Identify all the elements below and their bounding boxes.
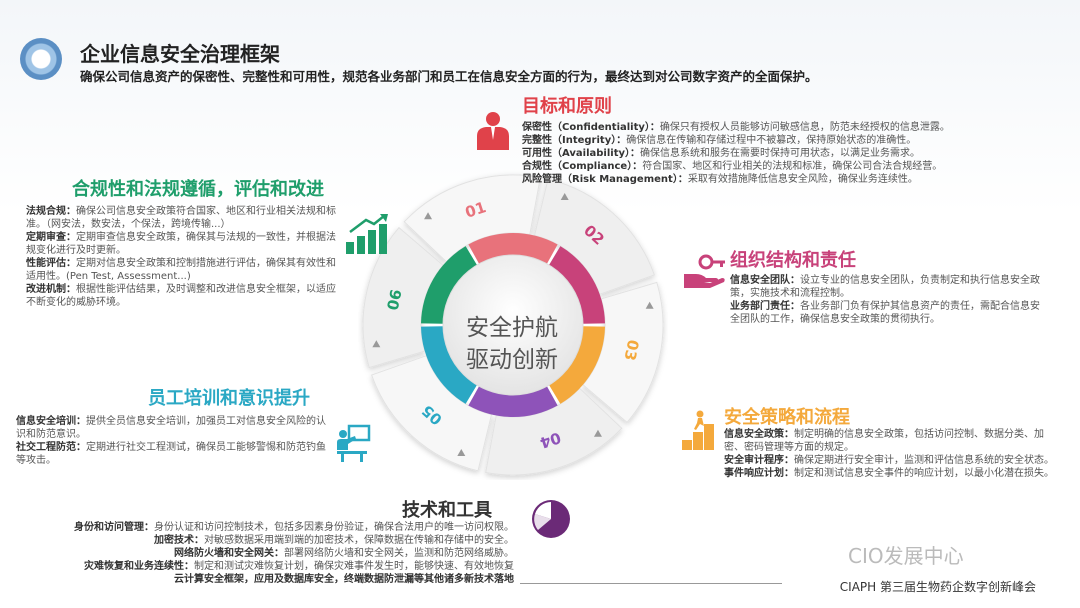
wheel-outer-block <box>485 387 623 476</box>
wheel-label-04: 04 <box>538 428 563 452</box>
wheel-marker <box>372 340 381 348</box>
list-item: 信息安全团队：设立专业的信息安全团队，负责制定和执行信息安全政策，实施技术和流程… <box>730 275 1040 299</box>
list-item: 风险管理（Risk Management）：采取有效措施降低信息安全风险，确保业… <box>522 174 918 185</box>
list-item: 改进机制：根据性能评估结果，及时调整和改进信息安全框架，以适应不断变化的威胁环境… <box>26 284 336 308</box>
tech-title: 技术和工具 <box>402 500 492 521</box>
footer-divider <box>520 583 782 584</box>
list-item: 信息安全政策：制定明确的信息安全政策，包括访问控制、数据分类、加密、密码管理等方… <box>724 429 1044 453</box>
wheel-marker <box>645 301 654 309</box>
list-item: 灾难恢复和业务连续性：制定和测试灾难恢复计划，确保灾难事件发生时，能够快速、有效… <box>84 561 514 572</box>
wheel-marker <box>593 429 602 437</box>
pie-chart-icon <box>530 498 572 544</box>
wheel-segment-05 <box>421 326 477 404</box>
list-item: 安全审计程序：确保定期进行安全审计，监测和评估信息系统的安全状态。 <box>724 455 1054 466</box>
wheel-marker <box>560 193 569 201</box>
list-item: 社交工程防范：定期进行社交工程测试，确保员工能够警惕和防范钓鱼等攻击。 <box>16 442 326 466</box>
list-item: 法规合规：确保公司信息安全政策符合国家、地区和行业相关法规和标准。（网安法，数安… <box>26 206 336 230</box>
center-line1: 安全护航 <box>466 315 558 341</box>
goals-title: 目标和原则 <box>522 96 612 117</box>
policy-list: 信息安全政策：制定明确的信息安全政策，包括访问控制、数据分类、加密、密码管理等方… <box>724 428 1054 480</box>
wheel-label-03: 03 <box>620 338 642 362</box>
list-item: 身份和访问管理：身份认证和访问控制技术，包括多因素身份验证，确保合法用户的唯一访… <box>74 522 514 533</box>
wheel-segment-06 <box>421 246 477 324</box>
org-title: 组织结构和责任 <box>730 250 856 271</box>
list-item: 保密性（Confidentiality）：确保只有授权人员能够访问敏感信息，防范… <box>522 122 950 133</box>
list-item: 可用性（Availability）：确保信息系统和服务在需要时保持可用状态，以满… <box>522 148 920 159</box>
wheel-outer-block <box>533 178 656 295</box>
list-item: 定期审查：定期审查信息安全政策，确保其与法规的一致性，并根据法规变化进行及时更新… <box>26 232 336 256</box>
wheel-outer-block <box>582 281 664 424</box>
list-item: 合规性（Compliance）：符合国家、地区和行业相关的法规和标准，确保公司合… <box>522 161 943 172</box>
wheel-segment-03 <box>549 326 605 404</box>
handshake-key-icon <box>682 252 726 292</box>
center-caption: 安全护航 驱动创新 <box>442 312 582 376</box>
goals-list: 保密性（Confidentiality）：确保只有授权人员能够访问敏感信息，防范… <box>522 121 1042 186</box>
wheel-marker <box>457 448 466 456</box>
logo-ring-icon <box>20 38 62 80</box>
watermark-text: CIO发展中心 <box>848 544 964 568</box>
growth-bars-icon <box>344 212 390 258</box>
wheel-outer-block <box>370 355 493 472</box>
compliance-list: 法规合规：确保公司信息安全政策符合国家、地区和行业相关法规和标准。（网安法，数安… <box>26 205 340 309</box>
wheel-marker <box>424 212 433 220</box>
center-line2: 驱动创新 <box>466 347 558 373</box>
list-item: 完整性（Integrity）：确保信息在传输和存储过程中不被篡改，保持原始状态的… <box>522 135 917 146</box>
tech-list: 身份和访问管理：身份认证和访问控制技术，包括多因素身份验证，确保合法用户的唯一访… <box>14 521 514 586</box>
wheel-outer-block <box>362 226 444 369</box>
page-title: 企业信息安全治理框架 <box>80 42 280 66</box>
list-item: 业务部门责任：各业务部门负有保护其信息资产的责任，需配合信息安全团队的工作，确保… <box>730 301 1040 325</box>
list-item: 网络防火墙和安全网关：部署网络防火墙和安全网关，监测和防范网络威胁。 <box>174 548 514 559</box>
list-item: 性能评估：定期对信息安全政策和控制措施进行评估，确保其有效性和适用性。(Pen … <box>26 258 336 282</box>
compliance-title: 合规性和法规遵循，评估和改进 <box>72 179 324 200</box>
stairs-person-icon <box>680 410 718 454</box>
training-list: 信息安全培训：提供全员信息安全培训，加强员工对信息安全风险的认识和防范意识。 社… <box>16 415 326 467</box>
policy-title: 安全策略和流程 <box>724 407 850 428</box>
page-subtitle: 确保公司信息资产的保密性、完整性和可用性，规范各业务部门和员工在信息安全方面的行… <box>80 69 818 84</box>
list-item: 云计算安全框架，应用及数据库安全，终端数据防泄漏等其他诸多新技术落地 <box>174 574 514 585</box>
wheel-segment-02 <box>549 246 605 324</box>
footer-conference: CIAPH 第三届生物药企数字创新峰会 <box>839 580 1036 594</box>
wheel-label-01: 01 <box>463 198 488 222</box>
wheel-segment-01 <box>468 233 558 264</box>
list-item: 加密技术：对敏感数据采用端到端的加密技术，保障数据在传输和存储中的安全。 <box>154 535 514 546</box>
wheel-outer-block <box>403 174 541 263</box>
training-title: 员工培训和意识提升 <box>148 388 310 409</box>
list-item: 信息安全培训：提供全员信息安全培训，加强员工对信息安全风险的认识和防范意识。 <box>16 416 326 440</box>
center-hub <box>442 254 584 396</box>
businessman-icon <box>474 110 512 154</box>
wheel-segment-04 <box>468 386 558 417</box>
org-list: 信息安全团队：设立专业的信息安全团队，负责制定和执行信息安全政策，实施技术和流程… <box>730 274 1042 326</box>
wheel-label-06: 06 <box>384 288 406 312</box>
list-item: 事件响应计划：制定和测试信息安全事件的响应计划，以最小化潜在损失。 <box>724 468 1054 479</box>
presenter-icon <box>335 424 371 466</box>
